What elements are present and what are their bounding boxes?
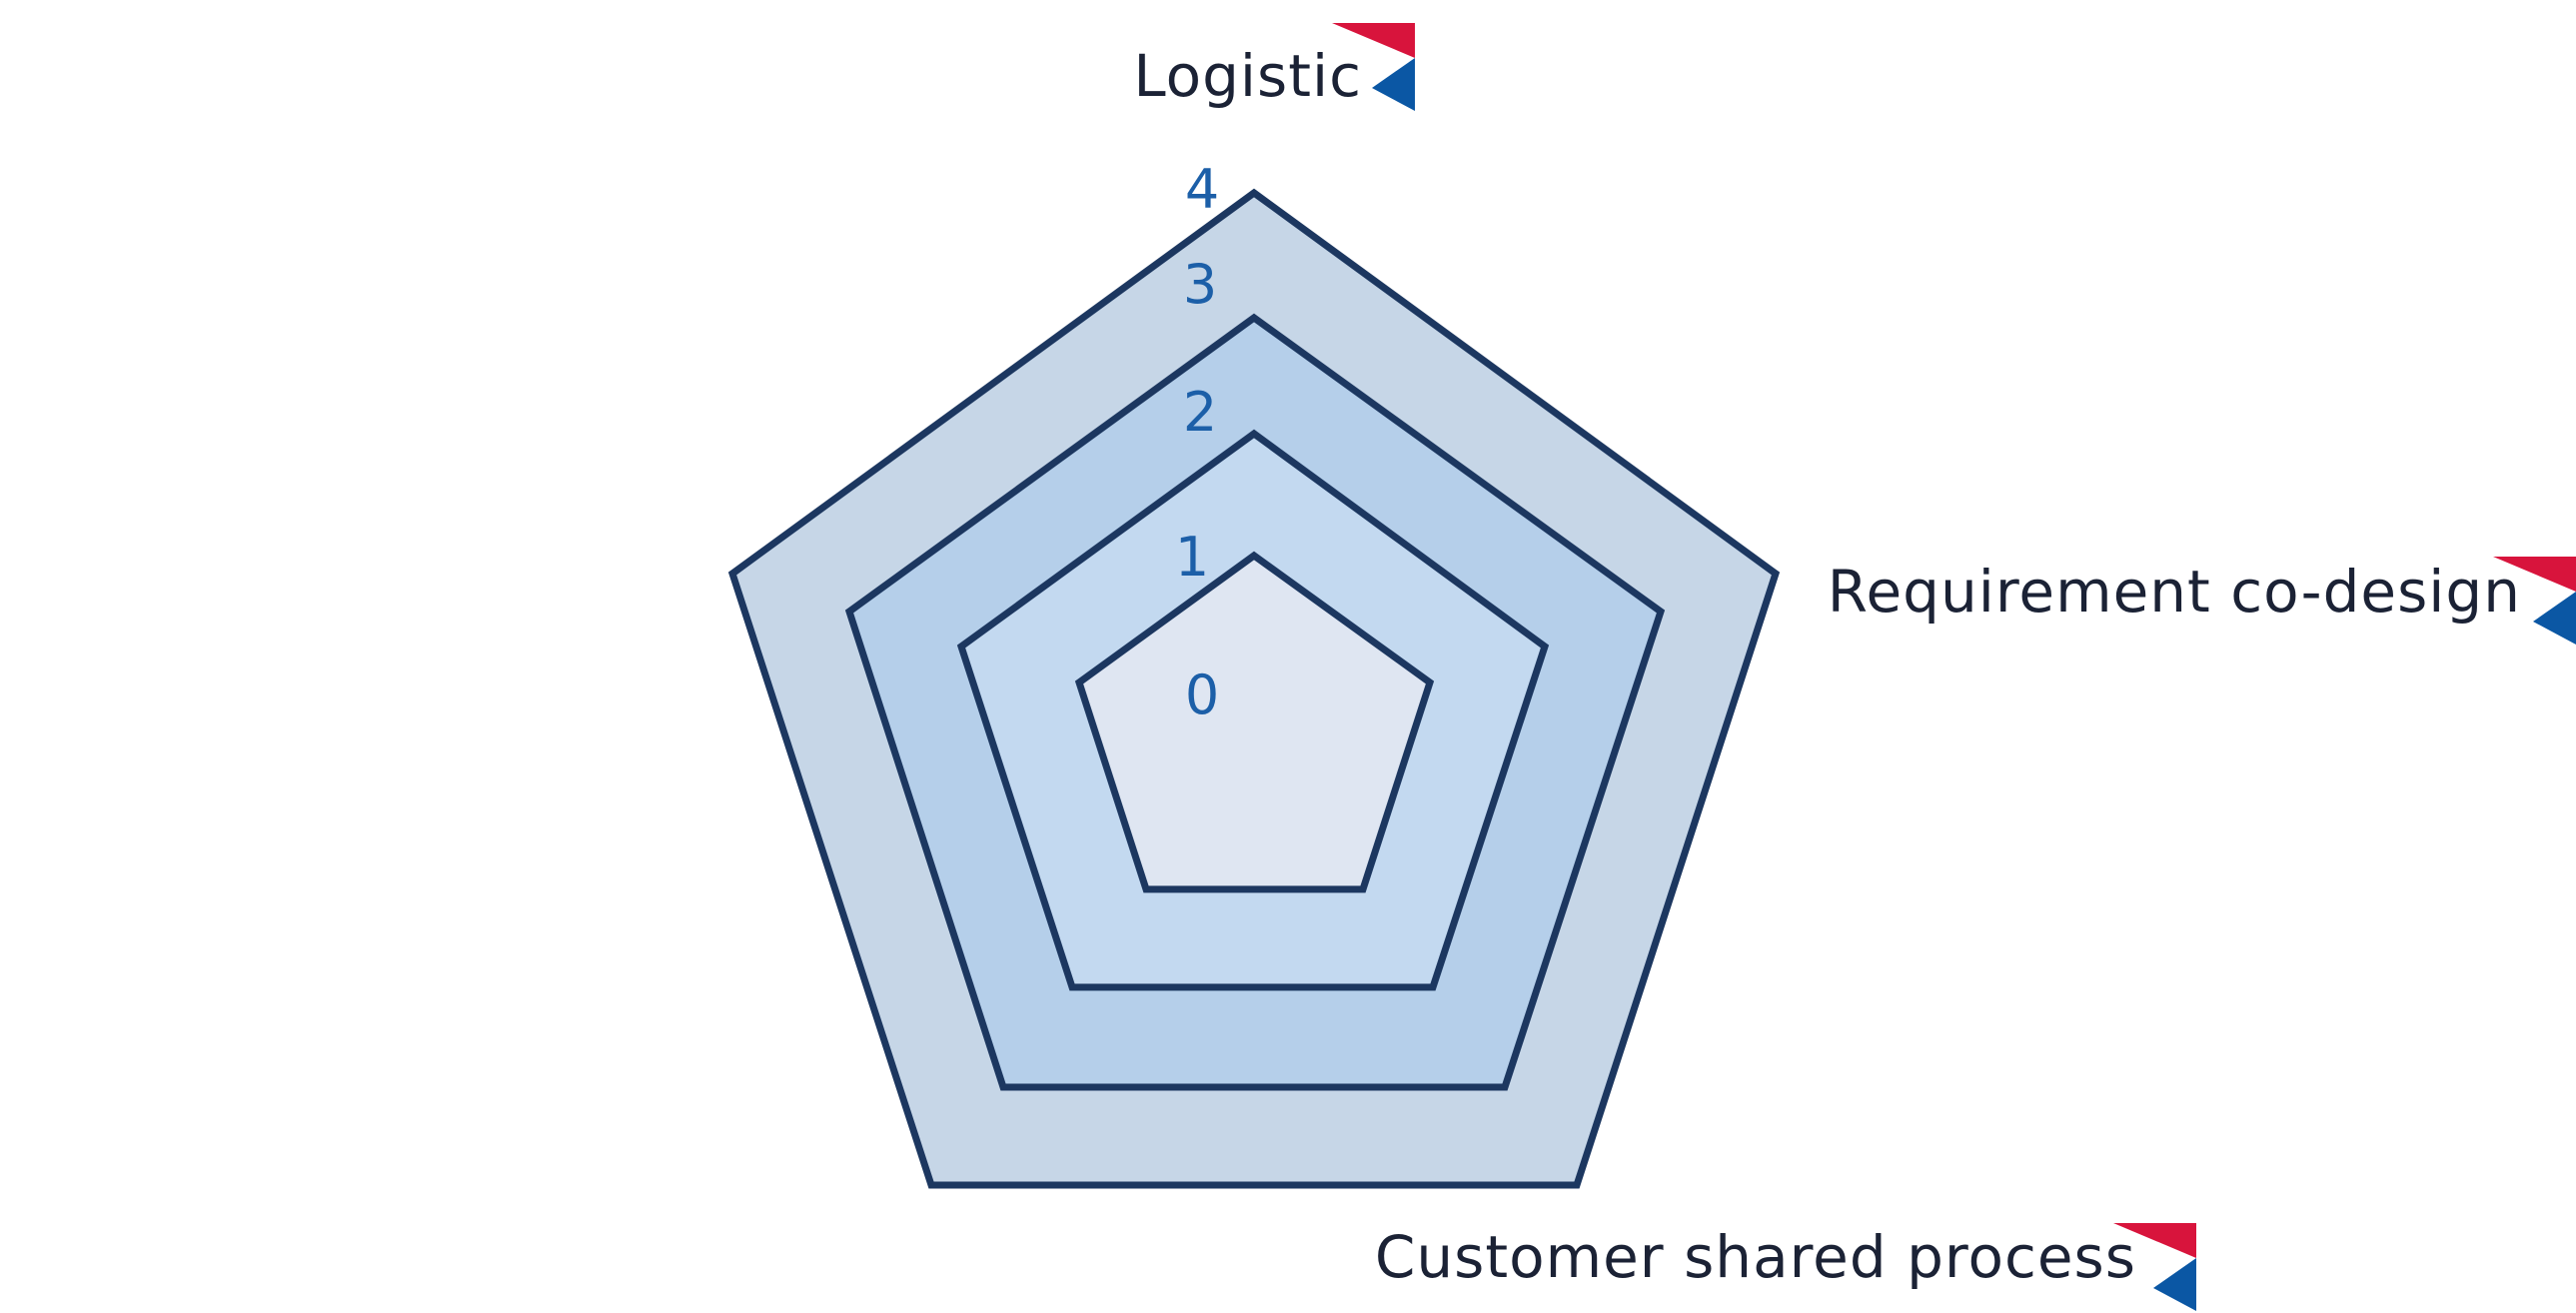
- axis-label-logistic: Logistic: [1133, 42, 1362, 110]
- tick-label-0: 0: [1185, 663, 1219, 726]
- flag-icon-requirement-co-design: [2493, 557, 2576, 645]
- tick-label-3: 3: [1183, 253, 1217, 316]
- tick-label-2: 2: [1183, 381, 1217, 444]
- tick-label-4: 4: [1185, 158, 1219, 221]
- tick-label-1: 1: [1175, 526, 1209, 589]
- flag-icon-logistic: [1332, 23, 1415, 111]
- ring-level-1: [1074, 551, 1435, 893]
- flag-icon-customer-shared-process: [2113, 1223, 2196, 1311]
- axis-label-requirement-co-design: Requirement co-design: [1828, 558, 2521, 626]
- axis-label-customer-shared-process: Customer shared process: [1375, 1223, 2136, 1291]
